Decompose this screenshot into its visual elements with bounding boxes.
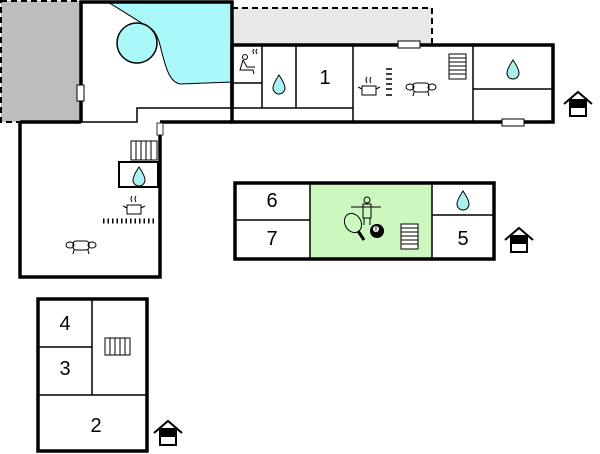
door (156, 122, 164, 136)
sofa-icon (65, 240, 97, 255)
room-4-label: 4 (59, 313, 70, 335)
stairs-icon (400, 223, 419, 250)
stairs-icon (130, 140, 158, 161)
water-drop-icon (506, 59, 520, 80)
terrace-area (231, 7, 433, 46)
room-3-label: 3 (59, 358, 70, 380)
east-wing: 1 (230, 40, 555, 127)
water-drop-icon (272, 74, 286, 95)
room-5-label: 5 (457, 228, 468, 250)
door (501, 118, 525, 127)
door (76, 84, 85, 102)
door (397, 40, 421, 49)
stairs-icon (104, 337, 131, 356)
svg-text:8: 8 (375, 227, 378, 233)
room-1-label: 1 (319, 67, 330, 89)
stairs-icon (448, 53, 467, 80)
south-building: 4 3 2 (36, 297, 149, 453)
room-7-label: 7 (266, 228, 277, 250)
house-entrance-icon (563, 91, 593, 117)
pool-room (76, 0, 234, 123)
room-6-label: 6 (266, 190, 277, 212)
kitchen-pot-icon (122, 195, 146, 215)
house-entrance-icon (504, 227, 534, 253)
central-building: 6 7 5 8 (233, 181, 496, 261)
kitchen-pot-icon (357, 76, 381, 96)
whirlpool (116, 22, 158, 64)
water-drop-icon (456, 190, 470, 211)
table-tennis-icon (343, 212, 366, 241)
counter-icon (386, 68, 392, 96)
west-wing (18, 120, 232, 279)
house-entrance-icon (153, 420, 183, 446)
billiard-ball-icon: 8 (370, 224, 384, 238)
room-2-label: 2 (90, 415, 101, 437)
sauna-icon (239, 48, 258, 75)
table-football-icon (351, 196, 381, 225)
outdoor-area (0, 0, 82, 123)
sofa-icon (405, 82, 437, 97)
